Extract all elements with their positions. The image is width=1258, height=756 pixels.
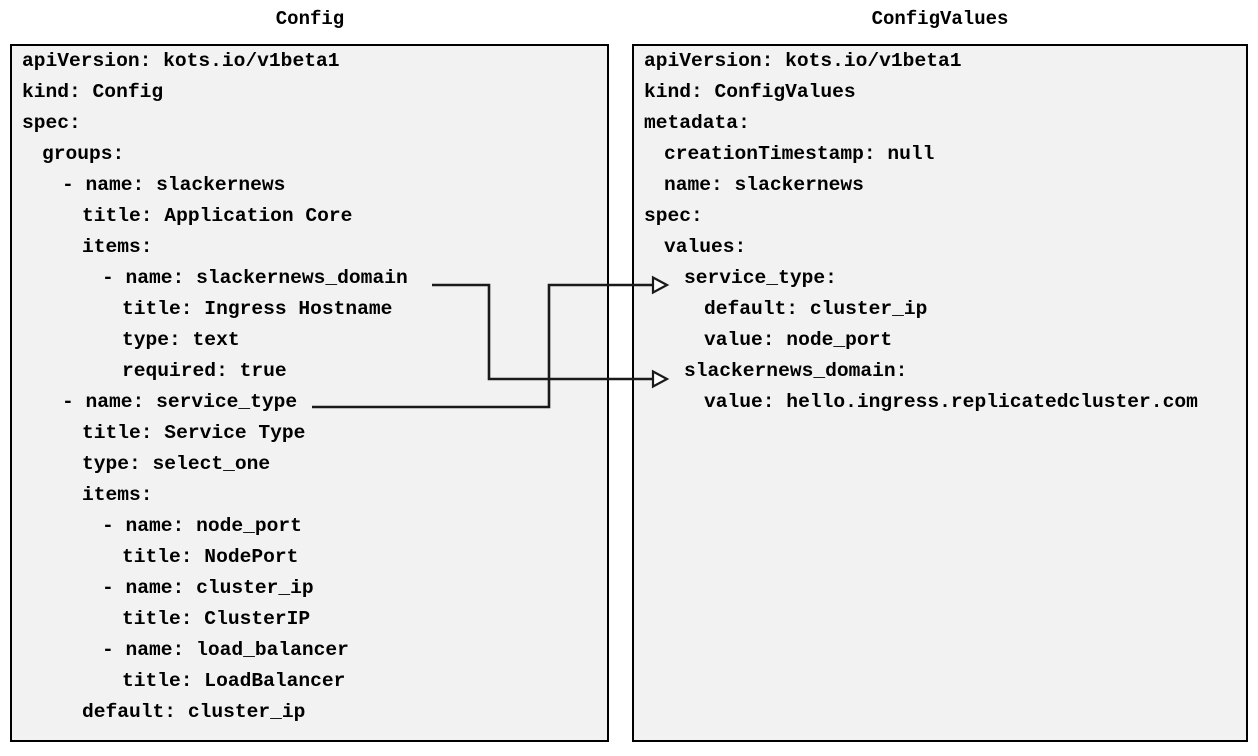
yaml-line: slackernews_domain: [684,360,908,382]
yaml-line: apiVersion: kots.io/v1beta1 [644,50,962,72]
yaml-line: default: cluster_ip [704,298,928,320]
yaml-box-configvalues: apiVersion: kots.io/v1beta1 kind: ConfigV… [632,44,1248,742]
yaml-line: title: LoadBalancer [122,670,346,692]
yaml-line: title: ClusterIP [122,608,311,630]
yaml-line: title: Application Core [82,205,353,227]
panel-title-configvalues: ConfigValues [871,8,1009,30]
yaml-line: - name: service_type [62,391,298,413]
yaml-line: - name: cluster_ip [102,577,314,599]
yaml-line: items: [82,236,153,258]
yaml-line: kind: ConfigValues [644,81,856,103]
yaml-line: value: node_port [704,329,893,351]
yaml-line: - name: load_balancer [102,639,349,661]
yaml-line: groups: [42,143,125,165]
yaml-line: title: Ingress Hostname [122,298,393,320]
yaml-line: apiVersion: kots.io/v1beta1 [22,50,340,72]
yaml-line: - name: slackernews [62,174,286,196]
yaml-line: title: NodePort [122,546,299,568]
yaml-line: kind: Config [22,81,164,103]
yaml-line: type: text [122,329,240,351]
yaml-line: creationTimestamp: null [664,143,935,165]
yaml-lines-config: apiVersion: kots.io/v1beta1 kind: Config s… [22,51,607,740]
yaml-line: values: [664,236,747,258]
yaml-line: spec: [644,205,703,227]
yaml-line: - name: slackernews_domain [102,267,408,289]
yaml-line: metadata: [644,112,750,134]
yaml-lines-configvalues: apiVersion: kots.io/v1beta1 kind: ConfigV… [644,51,1246,740]
yaml-line: service_type: [684,267,837,289]
yaml-line: items: [82,484,153,506]
yaml-line: value: hello.ingress.replicatedcluster.c… [704,391,1198,413]
yaml-box-config: apiVersion: kots.io/v1beta1 kind: Config s… [10,44,609,742]
panel-title-config: Config [275,8,345,30]
yaml-line: title: Service Type [82,422,306,444]
yaml-line: required: true [122,360,287,382]
yaml-line: default: cluster_ip [82,701,306,723]
yaml-line: spec: [22,112,81,134]
yaml-line: name: slackernews [664,174,864,196]
yaml-line: - name: node_port [102,515,302,537]
yaml-line: type: select_one [82,453,271,475]
